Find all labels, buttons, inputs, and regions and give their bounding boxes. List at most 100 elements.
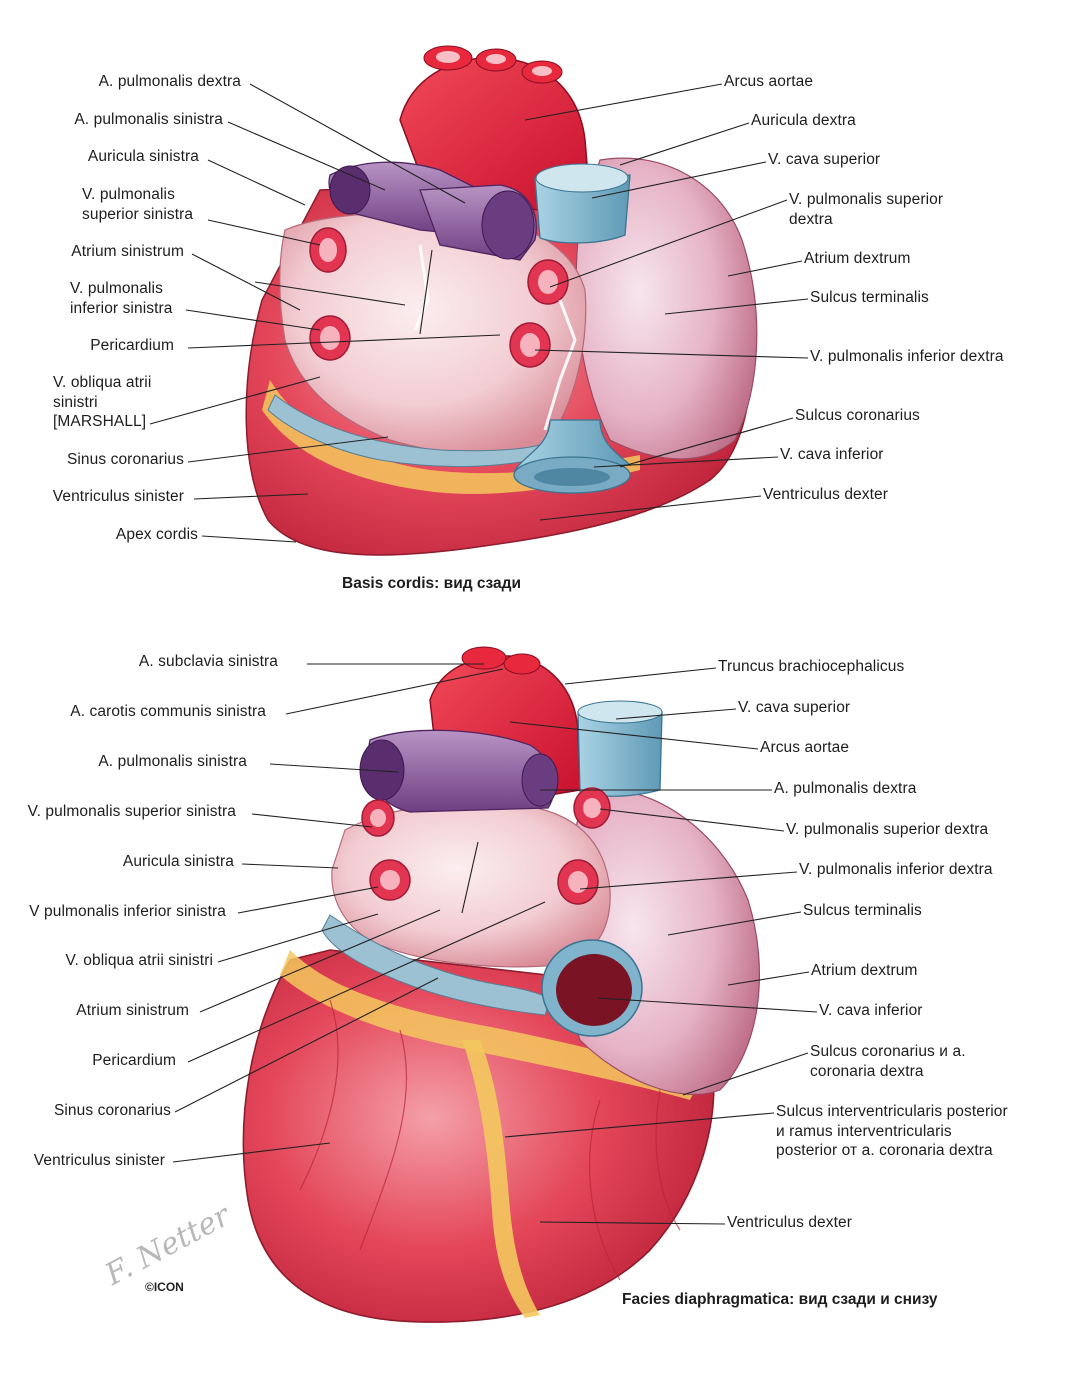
leader-top-left-2 <box>207 159 306 206</box>
label-bottom-right-6: Sulcus terminalis <box>803 902 922 919</box>
leader-bottom-right-8 <box>597 997 818 1013</box>
leader-top-left-6 <box>187 334 501 349</box>
top-svc <box>534 174 631 244</box>
label-top-right-8: V. cava inferior <box>780 446 884 463</box>
leader-bottom-left-10 <box>172 1142 331 1163</box>
leader-top-left-0 <box>249 83 466 204</box>
top-caption-bold: Basis cordis: <box>342 575 440 592</box>
bottom-coronary-vessels <box>299 999 681 1281</box>
leader-top-left-4b <box>254 281 406 306</box>
top-pulmonary-artery-right-lumen <box>481 190 535 260</box>
leader-top-left-1 <box>227 121 386 191</box>
leader-bottom-left-7b <box>461 841 479 914</box>
label-bottom-right-7: Atrium dextrum <box>811 962 918 979</box>
leader-bottom-left-9 <box>174 977 439 1113</box>
label-bottom-left-1: A. carotis communis sinistra <box>70 703 266 720</box>
leader-bottom-right-10 <box>504 1112 775 1138</box>
top-pulmonary-artery-left-lumen <box>329 165 371 215</box>
leader-bottom-right-11 <box>539 1221 726 1225</box>
bottom-interventricular-fat <box>462 1040 540 1318</box>
top-caption: Basis cordis: вид сзади <box>342 575 521 593</box>
leader-bottom-left-2 <box>269 763 399 773</box>
leader-top-right-3 <box>549 199 788 288</box>
leader-top-right-7 <box>619 417 794 468</box>
leader-top-left-9 <box>193 493 309 500</box>
top-heart <box>245 45 758 556</box>
bottom-ivc-lumen <box>556 954 632 1026</box>
bottom-svc-lumen <box>577 700 663 724</box>
leader-top-right-9 <box>539 495 762 521</box>
label-top-left-9: Ventriculus sinister <box>52 488 184 505</box>
leader-top-right-2 <box>591 161 767 199</box>
label-bottom-right-11: Ventriculus dexter <box>727 1214 853 1231</box>
label-bottom-left-10: Ventriculus sinister <box>33 1152 165 1169</box>
label-bottom-right-1: V. cava superior <box>738 699 851 716</box>
label-top-left-4: Atrium sinistrum <box>71 243 184 260</box>
label-top-right-2: V. cava superior <box>768 151 881 168</box>
label-bottom-right-3: A. pulmonalis dextra <box>774 780 917 797</box>
label-bottom-left-7: Atrium sinistrum <box>76 1002 189 1019</box>
leader-top-right-8 <box>593 456 779 468</box>
label-top-left-1: A. pulmonalis sinistra <box>74 111 223 128</box>
leader-top-left-8 <box>187 436 389 463</box>
leader-bottom-left-5 <box>237 886 379 914</box>
label-bottom-left-3: V. pulmonalis superior sinistra <box>27 803 236 820</box>
label-top-right-0: Arcus aortae <box>724 73 814 90</box>
publisher-logo: ©ICON <box>145 1280 184 1294</box>
leader-top-right-5 <box>664 298 809 315</box>
bottom-svc <box>577 711 663 797</box>
label-bottom-left-5: V pulmonalis inferior sinistra <box>29 903 226 920</box>
bottom-caption: Facies diaphragmatica: вид сзади и снизу <box>622 1291 938 1309</box>
leader-top-right-1 <box>619 122 750 166</box>
bottom-aorta-branch-2 <box>503 653 541 675</box>
bottom-pulmonary-artery-right-lumen <box>521 753 559 807</box>
label-bottom-right-10: Sulcus interventricularis posterior и ra… <box>776 1103 1008 1159</box>
leader-top-left-4 <box>191 253 301 311</box>
bottom-coronary-fat <box>280 950 700 1100</box>
leader-top-right-0 <box>524 83 723 121</box>
top-ivc-inner <box>534 468 610 486</box>
top-pericardial-reflection <box>413 244 577 431</box>
label-top-right-5: Sulcus terminalis <box>810 289 929 306</box>
label-bottom-right-5: V. pulmonalis inferior dextra <box>799 861 993 878</box>
leader-bottom-right-7 <box>727 971 810 986</box>
label-top-left-8: Sinus coronarius <box>66 451 184 468</box>
leader-bottom-left-4 <box>241 863 339 869</box>
leader-bottom-left-3 <box>251 813 373 828</box>
leader-bottom-left-1 <box>285 668 504 715</box>
label-top-right-6: V. pulmonalis inferior dextra <box>810 348 1004 365</box>
top-aorta-branch-3-lumen <box>532 66 552 76</box>
leader-bottom-left-6 <box>217 913 379 963</box>
leader-top-left-6b <box>419 249 433 335</box>
bottom-aorta-branch-1 <box>461 646 507 670</box>
label-top-right-4: Atrium dextrum <box>804 250 911 267</box>
top-caption-rest: вид сзади <box>439 575 521 592</box>
top-coronary-fat <box>262 380 640 494</box>
label-top-right-1: Auricula dextra <box>751 112 856 129</box>
label-top-right-7: Sulcus coronarius <box>795 407 920 424</box>
label-bottom-right-2: Arcus aortae <box>760 739 850 756</box>
label-bottom-left-2: A. pulmonalis sinistra <box>98 753 247 770</box>
bottom-caption-bold: Facies diaphragmatica: <box>622 1291 795 1308</box>
label-top-left-3: V. pulmonalis superior sinistra <box>82 186 194 223</box>
leader-lines <box>149 83 818 1225</box>
leader-top-left-10 <box>201 535 297 543</box>
label-top-left-6: Pericardium <box>90 337 174 354</box>
label-top-left-0: A. pulmonalis dextra <box>98 73 241 90</box>
leader-top-left-7 <box>149 376 321 425</box>
label-bottom-left-8: Pericardium <box>92 1052 176 1069</box>
label-top-right-3: V. pulmonalis superior dextra <box>789 191 944 228</box>
label-bottom-right-0: Truncus brachiocephalicus <box>718 658 905 675</box>
label-bottom-right-8: V. cava inferior <box>819 1002 923 1019</box>
leader-top-right-4 <box>727 260 803 277</box>
bottom-heart <box>242 646 761 1323</box>
label-bottom-left-6: V. obliqua atrii sinistri <box>65 952 213 969</box>
leader-top-left-5 <box>185 309 321 331</box>
label-top-left-10: Apex cordis <box>115 526 198 543</box>
leader-bottom-right-1 <box>615 708 737 720</box>
label-bottom-left-9: Sinus coronarius <box>53 1102 171 1119</box>
top-pulmonary-vein-lumens <box>319 238 558 357</box>
leader-top-left-3 <box>207 219 321 246</box>
